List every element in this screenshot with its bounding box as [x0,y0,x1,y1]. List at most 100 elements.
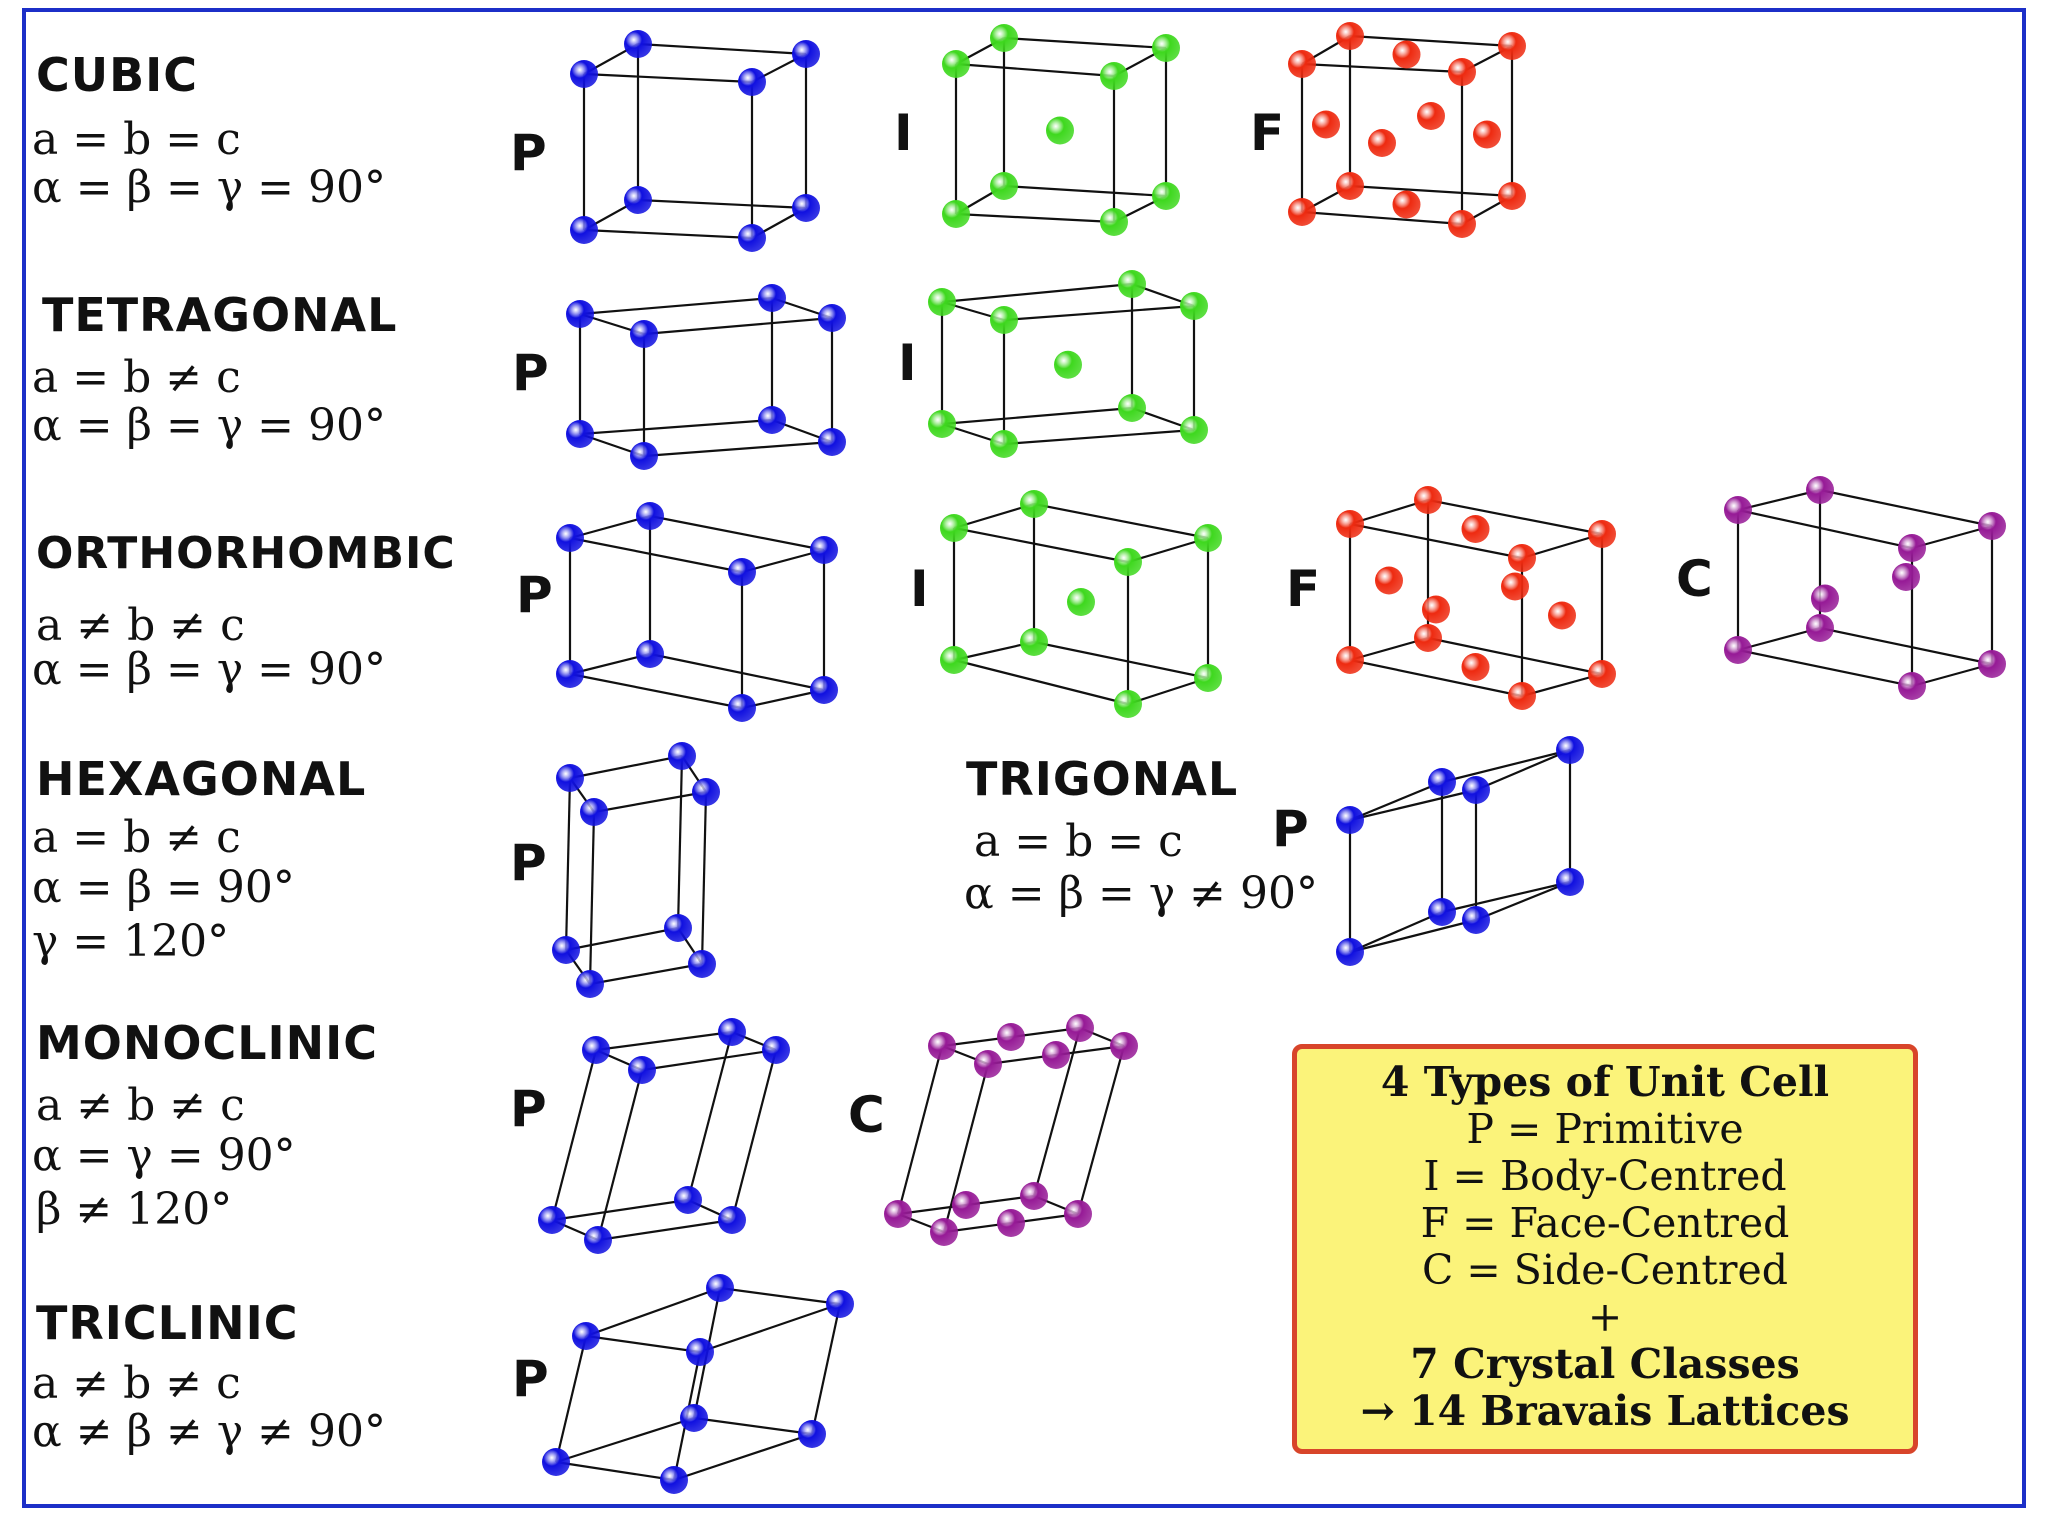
cubic-cond-1: a = b = c [32,114,241,165]
monoclinic-cond-1: a ≠ b ≠ c [36,1080,245,1131]
cubic-p-atom [792,194,820,222]
tetragonal-p-edge [579,296,773,316]
monoclinic-c-atom [930,1218,958,1246]
monoclinic-p-edge [551,1198,689,1222]
hexagonal-cond-1: a = b ≠ c [32,812,241,863]
orthorhombic-c-atom [1898,672,1926,700]
monoclinic-p-edge [686,1031,734,1201]
cubic-f-label: F [1250,104,1285,162]
triclinic-cond-2: α ≠ β ≠ γ ≠ 90° [32,1406,386,1457]
trigonal-p-edge [1349,788,1477,822]
orthorhombic-f-atom [1501,572,1529,601]
orthorhombic-c-edge [1737,648,1913,688]
cubic-i-atom [990,24,1018,52]
trigonal-p-atom [1556,868,1584,896]
monoclinic-p-edge [596,1069,644,1241]
tetragonal-p-atom [818,428,846,456]
hexagonal-p-atom [664,914,692,942]
tetragonal-p-atom [758,406,786,434]
triclinic-p-atom [706,1274,734,1302]
cubic-f-edge [1349,184,1513,198]
orthorhombic-i-atom [1020,628,1048,656]
orthorhombic-i-atom [940,514,968,542]
triclinic-p-edge [585,1334,701,1354]
orthorhombic-c-atom [1978,512,2006,540]
triclinic-p-edge [719,1286,841,1306]
orthorhombic-p-atom [556,660,584,688]
orthorhombic-p-edge [649,652,825,692]
orthorhombic-f-edge [1349,658,1523,698]
monoclinic-p-atom [762,1036,790,1064]
trigonal-title: TRIGONAL [966,752,1239,806]
cubic-i-edge [955,62,1115,78]
triclinic-p-edge [693,1416,813,1436]
orthorhombic-f-atom [1414,486,1442,514]
trigonal-p-edge [1475,880,1571,922]
monoclinic-p-atom [718,1206,746,1234]
orthorhombic-i-atom [1194,664,1222,692]
orthorhombic-f-edge [1349,522,1523,560]
orthorhombic-i-atom [1067,588,1095,616]
tetragonal-p-edge [643,440,833,458]
orthorhombic-f-atom [1461,515,1490,543]
tetragonal-p-edge [643,316,833,336]
tetragonal-i-edge [941,282,1133,304]
orthorhombic-p-atom [810,676,838,704]
monoclinic-cond-2: α = γ = 90° [32,1130,296,1181]
trigonal-p-atom [1336,938,1364,966]
triclinic-p-edge [673,1432,813,1482]
monoclinic-c-edge [942,1063,990,1233]
orthorhombic-c-edge [1737,488,1821,512]
hexagonal-p-atom [668,742,696,770]
cubic-i-atom [1100,62,1128,90]
orthorhombic-f-label: F [1286,560,1321,618]
orthorhombic-c-atom [1892,563,1920,591]
orthorhombic-f-atom [1508,682,1536,710]
cubic-f-atom [1498,32,1526,60]
cubic-i-atom [1046,116,1074,145]
tetragonal-i-edge [941,406,1133,426]
cubic-p-atom [792,40,820,68]
cubic-f-atom [1336,172,1364,200]
orthorhombic-p-edge [569,536,743,574]
cubic-i-atom [1152,34,1180,62]
monoclinic-c-atom [952,1191,980,1219]
legend-crystal-classes: 7 Crystal Classes [1410,1340,1800,1388]
triclinic-p-atom [798,1420,826,1448]
monoclinic-c-atom [997,1023,1025,1051]
monoclinic-p-label: P [510,1080,547,1138]
hexagonal-p-edge [676,755,684,929]
cubic-f-edge [1349,34,1513,48]
tetragonal-p-atom [630,442,658,470]
monoclinic-p-edge [597,1218,733,1242]
orthorhombic-p-label: P [516,566,553,624]
cubic-p-edge [637,198,807,210]
triclinic-p-edge [554,1335,588,1463]
hexagonal-p-edge [700,791,708,965]
cubic-i-edge [1003,184,1167,198]
cubic-p-atom [624,186,652,214]
legend-primitive: P = Primitive [1466,1105,1744,1153]
tetragonal-i-atom [990,430,1018,458]
trigonal-p-atom [1336,806,1364,834]
orthorhombic-p-edge [569,672,743,710]
legend-face-centred: F = Face-Centred [1420,1199,1790,1247]
monoclinic-title: MONOCLINIC [36,1016,379,1070]
monoclinic-c-atom [928,1032,956,1060]
orthorhombic-cond-1: a ≠ b ≠ c [36,600,245,651]
trigonal-p-edge [1349,780,1443,822]
monoclinic-c-atom [1066,1014,1094,1042]
hexagonal-p-atom [576,970,604,998]
orthorhombic-i-edge [953,658,1129,706]
monoclinic-c-atom [1020,1182,1048,1210]
tetragonal-i-atom [1180,292,1208,320]
trigonal-p-atom [1428,768,1456,796]
triclinic-title: TRICLINIC [36,1296,299,1350]
cubic-f-atom [1417,102,1445,130]
monoclinic-p-atom [718,1018,746,1046]
tetragonal-i-edge [1003,304,1195,322]
tetragonal-i-atom [928,410,956,438]
monoclinic-cond-3: β ≠ 120° [36,1184,233,1235]
orthorhombic-c-edge [1737,508,1913,550]
tetragonal-i-atom [1054,350,1082,379]
